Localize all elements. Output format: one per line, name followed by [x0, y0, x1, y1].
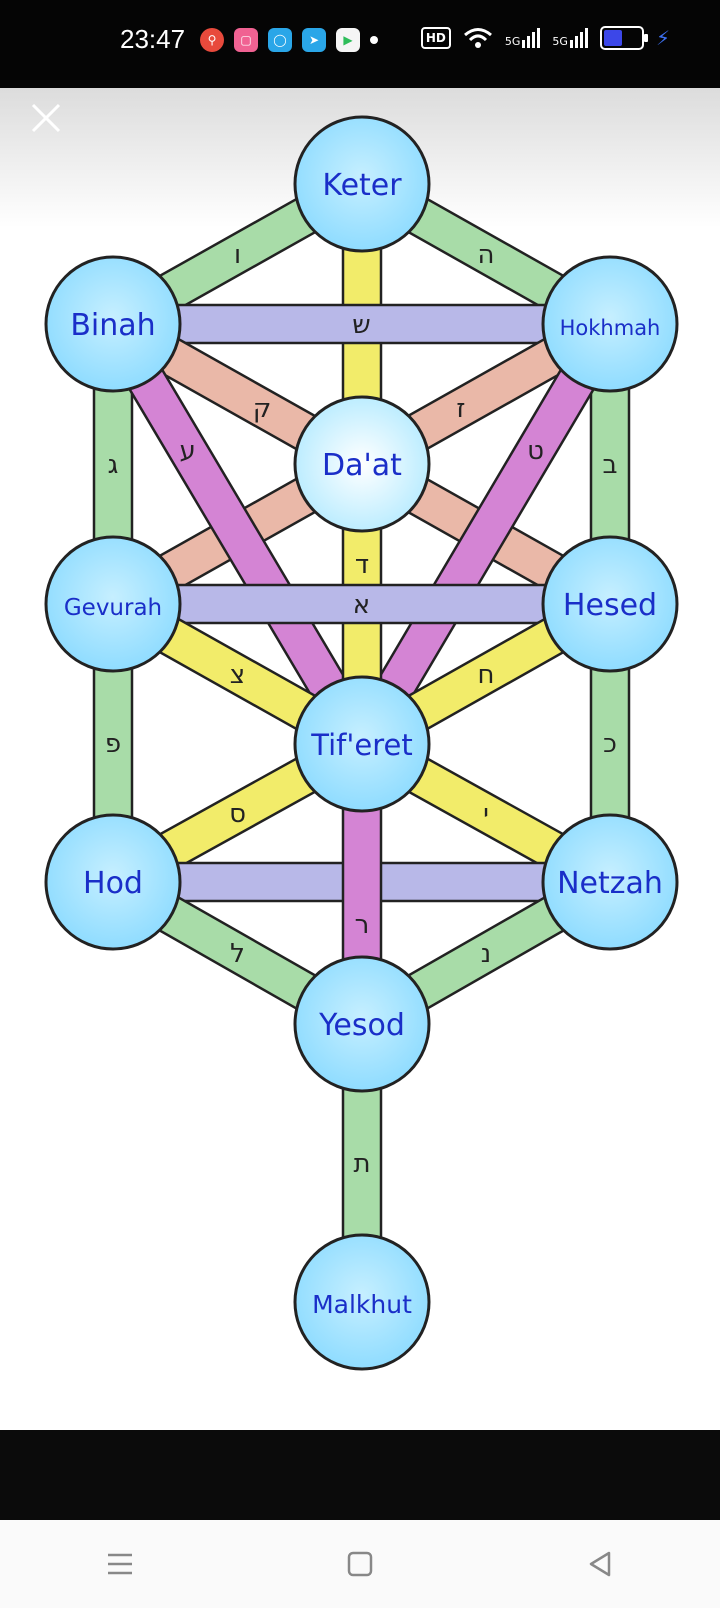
path-letter: ח	[478, 660, 495, 690]
battery-tip	[643, 34, 648, 42]
sephirah-circle	[293, 1233, 431, 1371]
sephirah-circle	[44, 535, 182, 673]
path-letter: י	[483, 799, 489, 829]
sephirah-label: Hod	[83, 866, 143, 901]
home-button[interactable]	[320, 1534, 400, 1594]
telegram-icon: ➤	[302, 28, 326, 52]
sephirah-circle	[44, 813, 182, 951]
sephirah-malkhut: Malkhut	[293, 1233, 431, 1371]
path-letter: ש	[352, 310, 370, 340]
viewer-bottom-band	[0, 1430, 720, 1520]
browser-icon: ◯	[268, 28, 292, 52]
tree-of-life-diagram: והששגבקזעטדאפכצחסימרלנתKeterBinahHokhmah…	[44, 115, 679, 1371]
sephirah-tiferet: Tif'eret	[293, 675, 431, 813]
sephirah-label: Da'at	[322, 448, 402, 483]
close-button[interactable]	[24, 98, 68, 142]
path-letter: ר	[355, 910, 370, 940]
path-letter: ז	[456, 394, 465, 424]
navigation-bar	[0, 1520, 720, 1608]
sephirah-hesed: Hesed	[541, 535, 679, 673]
path-letter: כ	[603, 729, 617, 759]
path-letter: ע	[180, 436, 196, 466]
path-letter: נ	[481, 939, 491, 969]
play-store-icon: ▶	[336, 28, 360, 52]
sephirah-circle	[293, 675, 431, 813]
path-letter: ה	[478, 240, 495, 270]
path-letter: ת	[353, 1149, 370, 1179]
path-letter: ל	[230, 939, 245, 969]
path-letter: ב	[602, 450, 617, 480]
search-app-icon: ⚲	[200, 28, 224, 52]
back-button[interactable]	[560, 1534, 640, 1594]
sephirah-circle	[293, 955, 431, 1093]
sephirah-label: Hesed	[563, 588, 657, 623]
bilibili-icon: ▢	[234, 28, 258, 52]
sephirah-label: Gevurah	[64, 595, 162, 621]
path-letter: ט	[527, 436, 544, 466]
wifi-icon	[463, 28, 492, 48]
sephirah-label: Yesod	[318, 1008, 405, 1043]
sephirah-binah: Binah	[44, 255, 182, 393]
system-icons: HD 5G 5G ⚡	[420, 26, 670, 50]
more-notifications-dot	[370, 36, 378, 44]
path-letter: ס	[229, 799, 246, 829]
sephirah-label: Tif'eret	[310, 728, 412, 762]
signal-bars-icon	[522, 28, 541, 48]
sephirah-circle	[293, 395, 431, 533]
sephirah-circle	[541, 255, 679, 393]
path-letter: פ	[105, 729, 121, 759]
signal-1: 5G	[505, 28, 541, 48]
hd-badge: HD	[420, 27, 451, 49]
close-icon	[31, 103, 61, 133]
signal-2: 5G	[552, 28, 588, 48]
sephirah-keter: Keter	[293, 115, 431, 253]
path-letter: א	[353, 590, 370, 620]
sephirah-label: Hokhmah	[560, 316, 661, 340]
sephirah-daat: Da'at	[293, 395, 431, 533]
sephirah-netzah: Netzah	[541, 813, 679, 951]
sephirah-gevurah: Gevurah	[44, 535, 182, 673]
sephirah-label: Malkhut	[312, 1290, 412, 1319]
notification-icons: ⚲ ▢ ◯ ➤ ▶	[200, 28, 378, 52]
sephirah-label: Binah	[70, 308, 155, 343]
status-bar: 23:47 ⚲ ▢ ◯ ➤ ▶ HD 5G 5G	[0, 0, 720, 88]
path-gevurah-hesed	[111, 583, 612, 625]
recent-apps-button[interactable]	[80, 1534, 160, 1594]
path-letter: ג	[108, 450, 119, 480]
home-icon	[347, 1551, 373, 1577]
battery-icon	[599, 26, 648, 50]
sephirah-hokhmah: Hokhmah	[541, 255, 679, 393]
path-band	[111, 303, 612, 345]
sephirah-hod: Hod	[44, 813, 182, 951]
path-letter: ו	[234, 240, 241, 270]
charging-icon: ⚡	[655, 26, 670, 50]
sephirah-circle	[541, 813, 679, 951]
recent-apps-icon	[108, 1553, 132, 1575]
sephirah-label: Netzah	[557, 866, 663, 901]
sephirah-circle	[541, 535, 679, 673]
status-time: 23:47	[120, 24, 186, 54]
path-letter: ד	[355, 550, 369, 580]
image-viewer: והששגבקזעטדאפכצחסימרלנתKeterBinahHokhmah…	[0, 88, 720, 1430]
path-letter: ק	[253, 394, 271, 424]
back-icon	[589, 1551, 611, 1577]
path-band	[111, 583, 612, 625]
signal-bars-icon	[569, 28, 588, 48]
signal-1-label: 5G	[504, 35, 521, 48]
sephirah-circle	[293, 115, 431, 253]
battery-fill	[603, 30, 622, 46]
sephirah-yesod: Yesod	[293, 955, 431, 1093]
signal-2-label: 5G	[552, 35, 568, 48]
sephirah-label: Keter	[322, 168, 402, 203]
sephirah-circle	[44, 255, 182, 393]
path-binah-hokhmah	[111, 303, 612, 345]
path-letter: צ	[230, 660, 245, 690]
